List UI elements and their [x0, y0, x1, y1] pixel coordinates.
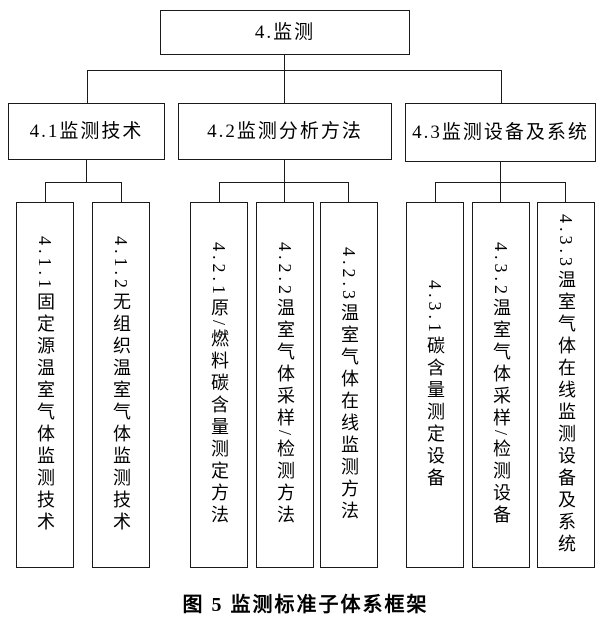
node-label: 4.1.1固定源温室气体监测技术: [35, 236, 55, 534]
connector-drop-4-1-2: [121, 183, 122, 202]
node-label: 4.3.1碳含量测定设备: [425, 280, 445, 490]
node-monitoring-root: 4.监测: [160, 10, 410, 55]
connector-drop-4-2-2: [284, 183, 285, 202]
connector-4-3-stem: [500, 162, 501, 182]
node-4-2-3-online-monitoring-method: 4.2.3温室气体在线监测方法: [320, 202, 378, 568]
node-4-2-analysis-methods: 4.2监测分析方法: [178, 103, 392, 160]
connector-drop-4-3-1: [435, 183, 436, 202]
node-label: 4.1监测技术: [29, 120, 144, 142]
connector-drop-4-1-1: [45, 183, 46, 202]
node-label: 4.2.2温室气体采样/检测方法: [275, 242, 295, 528]
node-4-2-2-sampling-testing-method: 4.2.2温室气体采样/检测方法: [256, 202, 314, 568]
node-4-3-2-sampling-testing-equipment: 4.3.2温室气体采样/检测设备: [472, 202, 530, 568]
node-4-2-1-carbon-content-method: 4.2.1原/燃料碳含量测定方法: [190, 202, 248, 568]
node-label: 4.2监测分析方法: [207, 120, 363, 142]
connector-drop-4-2: [284, 71, 285, 103]
node-label: 4.3.2温室气体采样/检测设备: [491, 242, 511, 528]
connector-4-3-rail: [435, 182, 566, 183]
connector-drop-4-3-2: [500, 183, 501, 202]
node-4-3-1-carbon-content-equipment: 4.3.1碳含量测定设备: [406, 202, 464, 568]
node-label: 4.监测: [254, 21, 316, 43]
connector-root-stem: [284, 55, 285, 70]
connector-drop-4-3-3: [565, 183, 566, 202]
connector-4-1-stem: [86, 160, 87, 182]
connector-level2-rail: [87, 70, 502, 71]
connector-4-2-stem: [284, 160, 285, 182]
connector-drop-4-2-3: [348, 183, 349, 202]
node-label: 4.3.3温室气体在线监测设备及系统: [556, 214, 576, 556]
node-label: 4.1.2无组织温室气体监测技术: [111, 236, 131, 534]
connector-drop-4-2-1: [219, 183, 220, 202]
node-4-3-3-online-monitoring-equipment: 4.3.3温室气体在线监测设备及系统: [537, 202, 595, 568]
connector-4-2-rail: [219, 182, 349, 183]
node-label: 4.3监测设备及系统: [412, 121, 589, 143]
node-4-3-equipment-systems: 4.3监测设备及系统: [405, 103, 596, 162]
node-label: 4.2.1原/燃料碳含量测定方法: [209, 242, 229, 528]
connector-4-1-rail: [45, 182, 122, 183]
node-4-1-1-fixed-source-monitoring: 4.1.1固定源温室气体监测技术: [16, 202, 74, 568]
connector-drop-4-3: [501, 71, 502, 103]
node-4-1-monitoring-technology: 4.1监测技术: [8, 103, 165, 160]
figure-caption: 图 5 监测标准子体系框架: [182, 594, 429, 616]
node-4-1-2-fugitive-monitoring: 4.1.2无组织温室气体监测技术: [92, 202, 150, 568]
node-label: 4.2.3温室气体在线监测方法: [339, 247, 359, 523]
connector-drop-4-1: [87, 71, 88, 103]
